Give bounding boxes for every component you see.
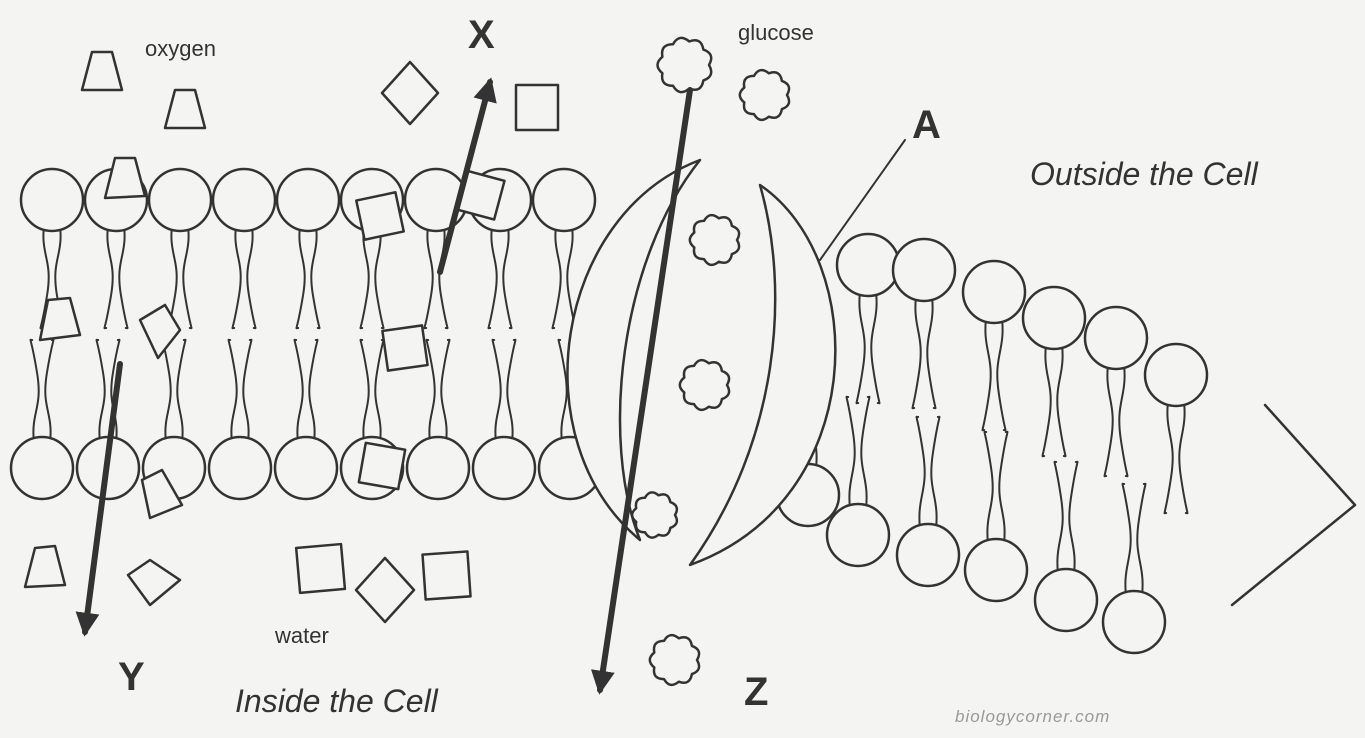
phospholipid-tail bbox=[163, 340, 171, 450]
phospholipid-tail bbox=[931, 417, 939, 537]
phospholipid-tail bbox=[559, 340, 567, 450]
glucose-molecule bbox=[680, 360, 729, 410]
phospholipid-tail bbox=[507, 340, 515, 450]
phospholipid-tail bbox=[1123, 484, 1131, 604]
glucose-molecule bbox=[740, 70, 789, 120]
phospholipid-tail bbox=[1119, 356, 1127, 476]
phospholipid-head bbox=[963, 261, 1025, 323]
glucose-label: glucose bbox=[738, 22, 814, 44]
membrane-bracket bbox=[1232, 405, 1355, 605]
phospholipid-head bbox=[1023, 287, 1085, 349]
phospholipid-tail bbox=[233, 218, 241, 328]
phospholipid-tail bbox=[1055, 462, 1063, 582]
phospholipid-tail bbox=[983, 310, 991, 430]
protein-a-label: A bbox=[912, 105, 941, 145]
phospholipid-tail bbox=[985, 432, 993, 552]
phospholipid-head bbox=[275, 437, 337, 499]
phospholipid-tail bbox=[229, 340, 237, 450]
phospholipid-tail bbox=[927, 288, 935, 408]
glucose-molecule bbox=[632, 492, 677, 537]
phospholipid-tail bbox=[1137, 484, 1145, 604]
phospholipid-head bbox=[837, 234, 899, 296]
phospholipid-head bbox=[473, 437, 535, 499]
phospholipid-head bbox=[407, 437, 469, 499]
water-label: water bbox=[275, 625, 329, 647]
phospholipid-tail bbox=[375, 340, 383, 450]
inside-cell-label: Inside the Cell bbox=[235, 685, 438, 717]
phospholipid-tail bbox=[425, 218, 433, 328]
phospholipid-tail bbox=[493, 340, 501, 450]
phospholipid-tail bbox=[503, 218, 511, 328]
phospholipid-tail bbox=[297, 218, 305, 328]
phospholipid-tail bbox=[441, 340, 449, 450]
phospholipid-tail bbox=[553, 218, 561, 328]
phospholipid-head bbox=[277, 169, 339, 231]
phospholipid-head bbox=[893, 239, 955, 301]
phospholipid-tail bbox=[489, 218, 497, 328]
phospholipid-tail bbox=[243, 340, 251, 450]
phospholipid-tail bbox=[1069, 462, 1077, 582]
glucose-molecules bbox=[632, 38, 789, 685]
phospholipid-tail bbox=[31, 340, 39, 450]
phospholipid-tail bbox=[311, 218, 319, 328]
phospholipid-head bbox=[149, 169, 211, 231]
phospholipid-tail bbox=[177, 340, 185, 450]
phospholipid-tail bbox=[97, 340, 105, 450]
phospholipid-tail bbox=[309, 340, 317, 450]
phospholipid-head bbox=[897, 524, 959, 586]
phospholipid-tail bbox=[183, 218, 191, 328]
phospholipid-tail bbox=[913, 288, 921, 408]
phospholipid-head bbox=[213, 169, 275, 231]
glucose-molecule bbox=[690, 215, 739, 265]
phospholipid-head bbox=[1035, 569, 1097, 631]
phospholipid-tail bbox=[847, 397, 855, 517]
arrow-z-label: Z bbox=[744, 672, 768, 712]
phospholipid-head bbox=[1145, 344, 1207, 406]
phospholipid-head bbox=[827, 504, 889, 566]
glucose-molecule bbox=[650, 635, 699, 685]
phospholipid-tail bbox=[1043, 336, 1051, 456]
phospholipid-head bbox=[1085, 307, 1147, 369]
phospholipid-head bbox=[533, 169, 595, 231]
phospholipid-tail bbox=[1057, 336, 1065, 456]
phospholipid-tail bbox=[247, 218, 255, 328]
phospholipid-tail bbox=[1105, 356, 1113, 476]
phospholipid-tail bbox=[105, 218, 113, 328]
phospholipid-tail bbox=[427, 340, 435, 450]
phospholipid-tail bbox=[1165, 393, 1173, 513]
phospholipid-head bbox=[21, 169, 83, 231]
phospholipid-tail bbox=[45, 340, 53, 450]
phospholipid-tail bbox=[119, 218, 127, 328]
phospholipid-head bbox=[965, 539, 1027, 601]
phospholipid-tail bbox=[871, 283, 879, 403]
oxygen-label: oxygen bbox=[145, 38, 216, 60]
phospholipid-tail bbox=[999, 432, 1007, 552]
arrow-y-label: Y bbox=[118, 657, 145, 697]
phospholipid-tail bbox=[861, 397, 869, 517]
phospholipid-tail bbox=[295, 340, 303, 450]
phospholipid-head bbox=[11, 437, 73, 499]
source-credit: biologycorner.com bbox=[955, 708, 1110, 725]
phospholipid-head bbox=[1103, 591, 1165, 653]
phospholipid-tail bbox=[917, 417, 925, 537]
arrow-x-label: X bbox=[468, 15, 495, 55]
phospholipid-tail bbox=[997, 310, 1005, 430]
phospholipid-head bbox=[209, 437, 271, 499]
phospholipid-tail bbox=[857, 283, 865, 403]
glucose-molecule bbox=[658, 38, 712, 92]
oxygen-molecules bbox=[25, 52, 205, 605]
phospholipid-tail bbox=[1179, 393, 1187, 513]
phospholipid-tail bbox=[361, 340, 369, 450]
outside-cell-label: Outside the Cell bbox=[1030, 158, 1258, 190]
